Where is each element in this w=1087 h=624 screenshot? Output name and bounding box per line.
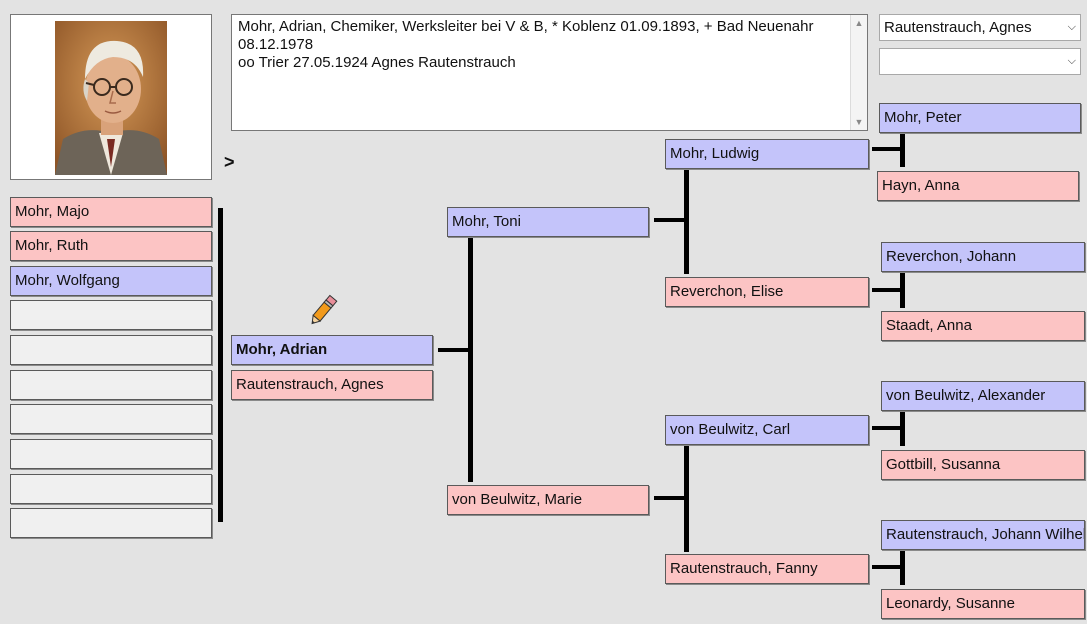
paternal-grandmother-box[interactable]: Reverchon, Elise	[665, 277, 869, 307]
ggp-connector-line	[900, 548, 905, 585]
great-grandparent-box[interactable]: Rautenstrauch, Johann Wilhelm	[881, 520, 1085, 550]
proband-connector-line	[438, 348, 470, 352]
secondary-select[interactable]: ⌵	[879, 48, 1081, 75]
child-box-empty[interactable]	[10, 300, 212, 330]
proband-name: Mohr, Adrian	[236, 341, 328, 358]
ggp-connector-line	[872, 426, 904, 430]
maternal-grandmother-name: Rautenstrauch, Fanny	[670, 560, 818, 577]
ggp-connector-line	[872, 147, 904, 151]
ggp-connector-line	[872, 565, 904, 569]
info-scrollbar[interactable]: ▲ ▼	[850, 15, 867, 130]
spouse-select-value: Rautenstrauch, Agnes	[884, 19, 1032, 36]
paternal-grandparents-connector-line	[684, 166, 689, 274]
paternal-grandfather-name: Mohr, Ludwig	[670, 145, 760, 162]
great-grandparent-name: Mohr, Peter	[884, 109, 962, 126]
mother-name: von Beulwitz, Marie	[452, 491, 583, 508]
child-box-empty[interactable]	[10, 439, 212, 469]
ggp-connector-line	[900, 130, 905, 167]
mother-box[interactable]: von Beulwitz, Marie	[447, 485, 649, 515]
child-box-empty[interactable]	[10, 474, 212, 504]
maternal-grandfather-name: von Beulwitz, Carl	[670, 421, 791, 438]
person-info-textarea[interactable]: Mohr, Adrian, Chemiker, Werksleiter bei …	[231, 14, 868, 131]
maternal-grandparents-connector-line	[684, 446, 689, 552]
child-box[interactable]: Mohr, Wolfgang	[10, 266, 212, 296]
scroll-down-icon[interactable]: ▼	[854, 117, 864, 127]
father-name: Mohr, Toni	[452, 213, 521, 230]
proband-spouse-box[interactable]: Rautenstrauch, Agnes	[231, 370, 433, 400]
great-grandparent-name: Gottbill, Susanna	[886, 456, 1001, 473]
great-grandparent-box[interactable]: Hayn, Anna	[877, 171, 1079, 201]
ggp-connector-line	[900, 409, 905, 446]
ggp-connector-line	[900, 270, 905, 308]
maternal-grandfather-box[interactable]: von Beulwitz, Carl	[665, 415, 869, 445]
maternal-grandmother-box[interactable]: Rautenstrauch, Fanny	[665, 554, 869, 584]
paternal-grandmother-name: Reverchon, Elise	[670, 283, 784, 300]
edit-pencil-icon[interactable]	[306, 294, 338, 328]
great-grandparent-name: Leonardy, Susanne	[886, 595, 1015, 612]
child-box[interactable]: Mohr, Majo	[10, 197, 212, 227]
child-box-empty[interactable]	[10, 404, 212, 434]
child-name: Mohr, Wolfgang	[15, 272, 120, 289]
child-box-empty[interactable]	[10, 370, 212, 400]
proband-spouse-name: Rautenstrauch, Agnes	[236, 376, 384, 393]
child-box-empty[interactable]	[10, 508, 212, 538]
children-connector-line	[218, 208, 223, 522]
paternal-grandfather-box[interactable]: Mohr, Ludwig	[665, 139, 869, 169]
great-grandparent-name: Reverchon, Johann	[886, 248, 1017, 265]
spouse-select[interactable]: Rautenstrauch, Agnes ⌵	[879, 14, 1081, 41]
great-grandparent-box[interactable]: von Beulwitz, Alexander	[881, 381, 1085, 411]
mother-connector-line	[654, 496, 686, 500]
great-grandparent-box[interactable]: Leonardy, Susanne	[881, 589, 1085, 619]
person-info-text[interactable]: Mohr, Adrian, Chemiker, Werksleiter bei …	[238, 18, 814, 71]
ggp-connector-line	[872, 288, 904, 292]
great-grandparent-name: Hayn, Anna	[882, 177, 960, 194]
father-box[interactable]: Mohr, Toni	[447, 207, 649, 237]
scroll-up-icon[interactable]: ▲	[854, 18, 864, 28]
proband-box[interactable]: Mohr, Adrian	[231, 335, 433, 365]
forward-arrow-button[interactable]: >	[224, 152, 235, 172]
great-grandparent-name: Staadt, Anna	[886, 317, 972, 334]
father-connector-line	[654, 218, 686, 222]
chevron-down-icon: ⌵	[1067, 21, 1076, 33]
great-grandparent-name: Rautenstrauch, Johann Wilhelm	[886, 526, 1085, 543]
child-box[interactable]: Mohr, Ruth	[10, 231, 212, 261]
great-grandparent-box[interactable]: Mohr, Peter	[879, 103, 1081, 133]
child-name: Mohr, Majo	[15, 203, 90, 220]
parents-connector-line	[468, 236, 473, 482]
great-grandparent-name: von Beulwitz, Alexander	[886, 387, 1046, 404]
chevron-down-icon: ⌵	[1067, 55, 1076, 67]
child-name: Mohr, Ruth	[15, 237, 89, 254]
great-grandparent-box[interactable]: Gottbill, Susanna	[881, 450, 1085, 480]
portrait-image[interactable]	[55, 21, 167, 175]
great-grandparent-box[interactable]: Reverchon, Johann	[881, 242, 1085, 272]
portrait-frame	[10, 14, 212, 180]
child-box-empty[interactable]	[10, 335, 212, 365]
great-grandparent-box[interactable]: Staadt, Anna	[881, 311, 1085, 341]
